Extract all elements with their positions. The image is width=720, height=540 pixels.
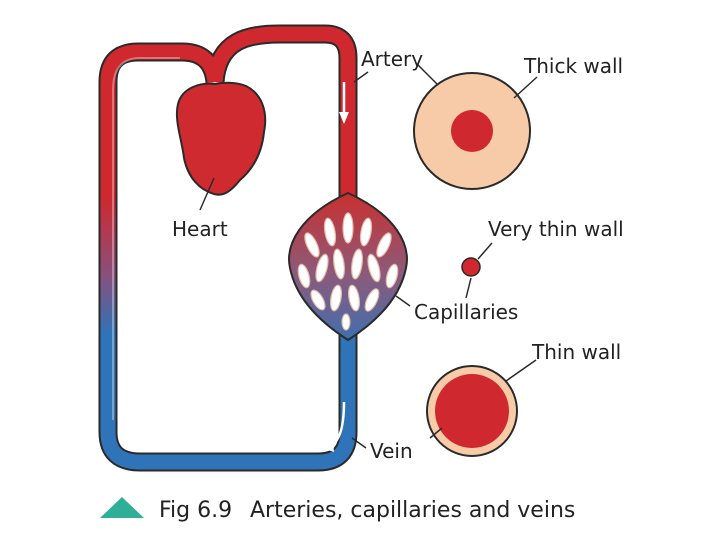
label-thin-wall: Thin wall [531,340,621,364]
label-heart: Heart [172,217,228,241]
capillary-bed [288,191,408,342]
circulation-loop [98,24,358,472]
leader-capillaries [395,295,411,307]
leader-lines [199,64,538,449]
label-very-thin-wall: Very thin wall [488,217,624,241]
vein-cross-section [426,365,518,457]
leader-capillary-section [465,277,472,299]
leader-heart [199,177,215,211]
heart-shape [175,81,267,196]
artery-cross-section [413,72,531,190]
label-thick-wall: Thick wall [523,54,623,78]
leader-thin-wall [505,359,537,382]
capillary-cross-section [461,257,481,277]
figure-caption: Fig 6.9 Arteries, capillaries and veins [100,497,575,523]
label-artery: Artery [361,47,423,71]
leader-artery [353,71,369,83]
leader-vein-wall [429,427,443,439]
leader-thick-wall [513,76,538,99]
label-capillaries: Capillaries [414,300,518,324]
caption-text: Arteries, capillaries and veins [250,498,575,523]
leader-artery-wall [417,64,439,86]
flow-arrow-vein [322,401,346,452]
flow-arrow-artery [339,82,349,124]
label-vein: Vein [370,439,413,463]
caption-triangle-icon [100,497,144,518]
leader-vein [351,437,367,449]
leader-very-thin-wall [477,242,493,260]
caption-figure-number: Fig 6.9 [159,498,232,523]
